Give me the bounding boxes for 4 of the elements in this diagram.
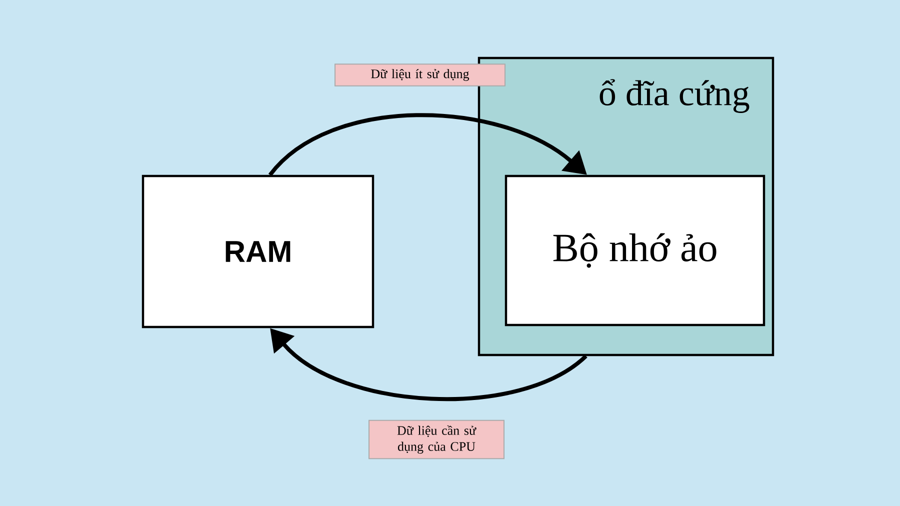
memory-box: RAM (142, 174, 374, 328)
edge-label: Dữ liệu ít sử dụng (334, 64, 506, 86)
memory-box: Bộ nhớ ảo (504, 174, 766, 326)
edge-label: Dữ liệu cần sử dụng của CPU (368, 420, 504, 460)
